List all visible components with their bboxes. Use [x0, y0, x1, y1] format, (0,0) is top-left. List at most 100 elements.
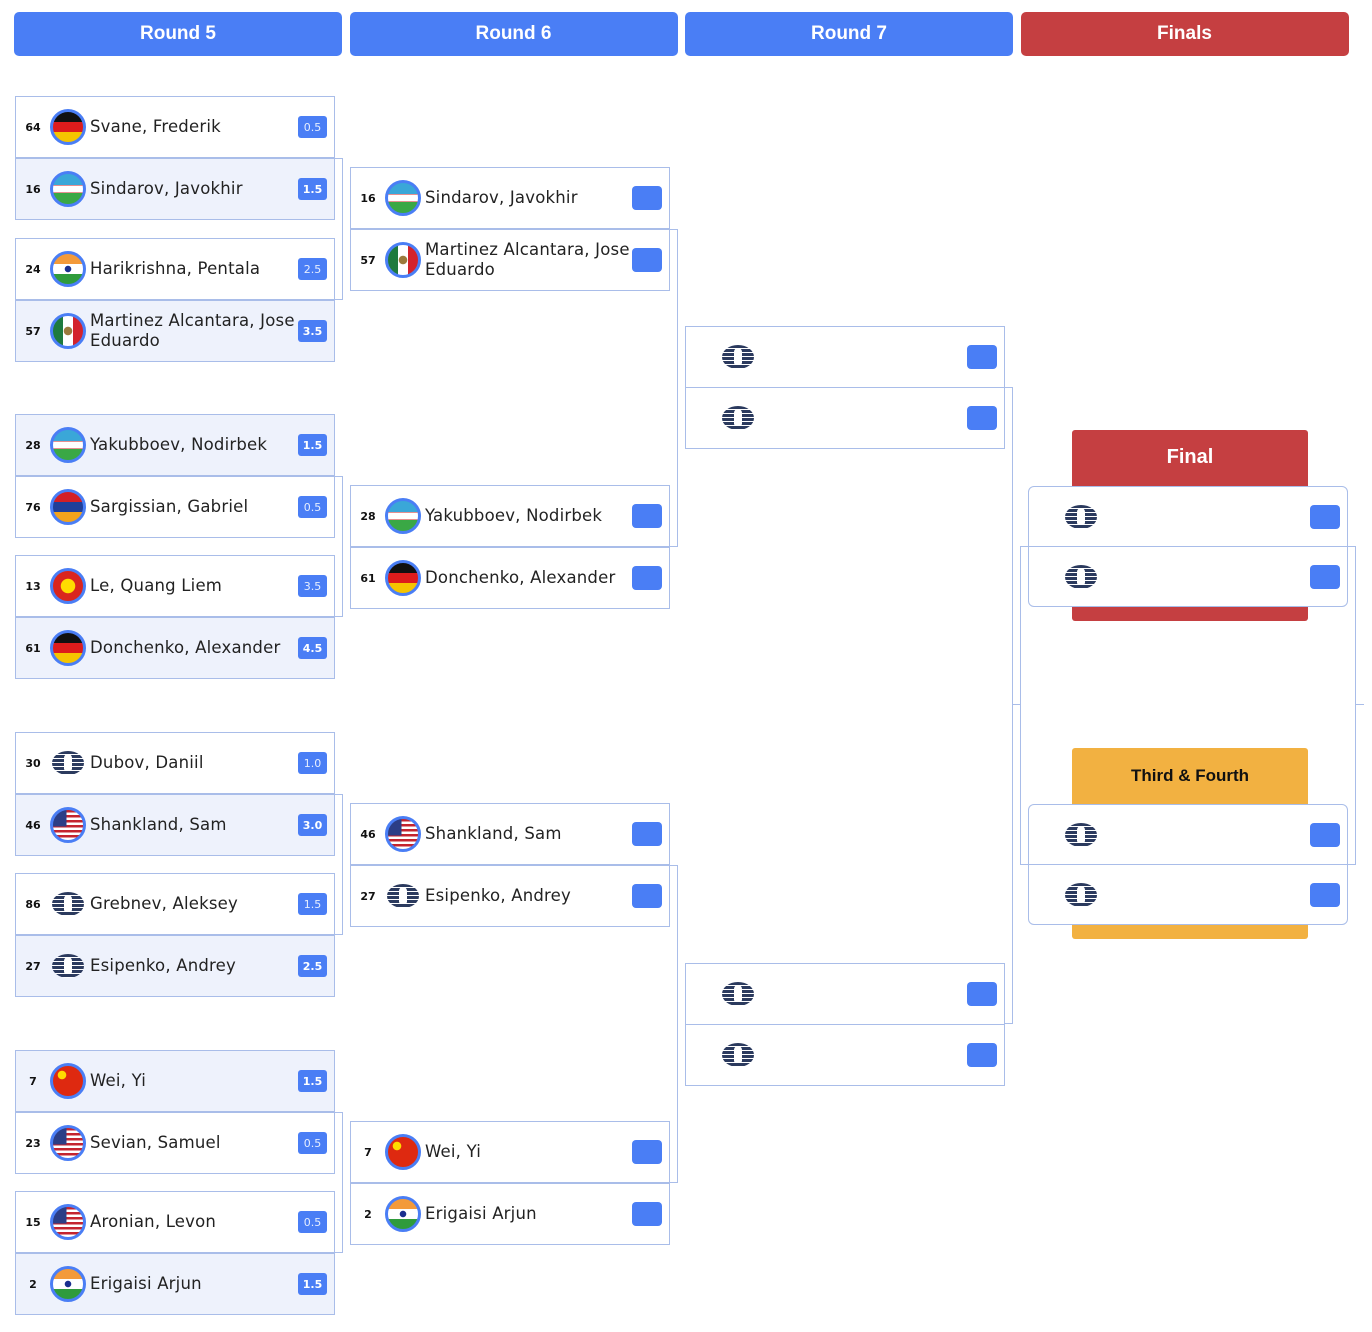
seed-number: 46: [25, 818, 41, 832]
player-row[interactable]: [685, 387, 1005, 449]
score-badge: [1310, 822, 1340, 847]
score-badge: 1.5: [298, 1273, 327, 1295]
flag-de-icon: [50, 109, 86, 145]
player-row[interactable]: 86 Grebnev, Aleksey 1.5: [15, 873, 335, 935]
round-header-4[interactable]: Finals: [1020, 12, 1349, 56]
bracket-connector: [1005, 387, 1013, 1024]
flag-cn-icon: [50, 1063, 86, 1099]
seed-number: 61: [360, 571, 376, 585]
flag-de-icon: [50, 630, 86, 666]
flag-in-icon: [50, 251, 86, 287]
round-header-3[interactable]: Round 7: [685, 12, 1013, 56]
score-badge: [632, 884, 662, 908]
score-badge: 0.5: [298, 1132, 327, 1154]
score-badge: [1310, 504, 1340, 529]
player-name: Wei, Yi: [425, 1142, 482, 1161]
player-name: Erigaisi Arjun: [90, 1274, 202, 1293]
score-badge: [967, 982, 997, 1006]
score-badge: 0.5: [298, 1211, 327, 1233]
player-row[interactable]: [685, 1024, 1005, 1086]
score-badge: [1310, 564, 1340, 589]
fide-logo-icon: [722, 1043, 754, 1067]
score-badge: 1.0: [298, 752, 327, 774]
player-name: Sindarov, Javokhir: [425, 188, 578, 207]
score-badge: [632, 504, 662, 528]
player-name: Martinez Alcantara, Jose Eduardo: [90, 311, 295, 350]
score-badge: 3.5: [298, 320, 327, 342]
fide-logo-icon: [1065, 504, 1097, 529]
score-badge: 2.5: [298, 258, 327, 280]
fide-logo-icon: [722, 982, 754, 1006]
player-name: Yakubboev, Nodirbek: [90, 435, 268, 454]
round-header-2[interactable]: Round 6: [349, 12, 678, 56]
player-name: Aronian, Levon: [90, 1212, 217, 1231]
player-row[interactable]: 61 Donchenko, Alexander: [350, 547, 670, 609]
flag-uz-icon: [385, 498, 421, 534]
fide-logo-icon: [722, 406, 754, 430]
final-player-row[interactable]: [1028, 486, 1348, 547]
score-badge: [632, 248, 662, 272]
bracket-connector: [1020, 546, 1356, 865]
bracket-connector: [670, 865, 678, 1183]
player-name: Donchenko, Alexander: [425, 568, 616, 587]
player-name: Yakubboev, Nodirbek: [425, 506, 603, 525]
seed-number: 27: [25, 959, 41, 973]
player-row[interactable]: [685, 963, 1005, 1025]
fide-logo-icon: [52, 751, 84, 775]
score-badge: 1.5: [298, 178, 327, 200]
fide-logo-icon: [1065, 564, 1097, 589]
flag-uz-icon: [385, 180, 421, 216]
flag-uz-icon: [50, 171, 86, 207]
round-header-1[interactable]: Round 5: [14, 12, 342, 56]
final-title: Final: [1166, 446, 1214, 468]
seed-number: 57: [360, 253, 376, 267]
bracket-connector: [1013, 704, 1021, 705]
third-player-row[interactable]: [1028, 804, 1348, 865]
score-badge: [967, 1043, 997, 1067]
seed-number: 86: [25, 897, 41, 911]
seed-number: 30: [25, 756, 41, 770]
score-badge: 1.5: [298, 1070, 327, 1092]
flag-us-icon: [50, 1125, 86, 1161]
score-badge: [632, 566, 662, 590]
third-player-row[interactable]: [1028, 864, 1348, 925]
score-badge: [967, 345, 997, 369]
player-name: Donchenko, Alexander: [90, 638, 281, 657]
player-name: Sindarov, Javokhir: [90, 179, 243, 198]
score-badge: 3.0: [298, 814, 327, 836]
final-player-row[interactable]: [1028, 546, 1348, 607]
flag-mx-icon: [385, 242, 421, 278]
score-badge: [1310, 882, 1340, 907]
score-badge: [632, 186, 662, 210]
score-badge: 1.5: [298, 893, 327, 915]
bracket-connector: [1356, 704, 1364, 705]
flag-us-icon: [50, 1204, 86, 1240]
score-badge: 3.5: [298, 575, 327, 597]
bracket-connector: [670, 229, 678, 547]
player-name: Grebnev, Aleksey: [90, 894, 238, 913]
seed-number: 24: [25, 262, 41, 276]
player-row[interactable]: [685, 326, 1005, 388]
